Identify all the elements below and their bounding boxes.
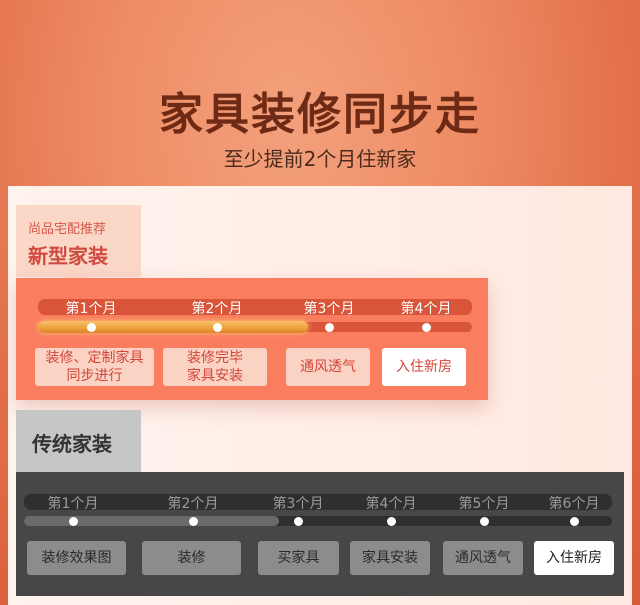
new-style-tag-title: 新型家装 xyxy=(28,244,108,268)
new-step-move-in[interactable]: 入住新房 xyxy=(382,348,466,386)
step-label: 买家具 xyxy=(277,550,320,566)
new-month-label: 第3个月 xyxy=(303,301,355,317)
new-step-ventilate[interactable]: 通风透气 xyxy=(286,348,370,386)
old-milestone-dot xyxy=(68,517,78,526)
new-month-label: 第4个月 xyxy=(400,301,452,317)
step-label: 通风透气 xyxy=(300,359,356,375)
old-milestone-dot xyxy=(569,517,579,526)
old-step-move-in[interactable]: 入住新房 xyxy=(534,541,614,575)
step-label: 装修效果图 xyxy=(41,550,112,566)
step-label: 通风透气 xyxy=(455,550,511,566)
old-month-label: 第6个月 xyxy=(548,496,600,512)
new-step-finish-and-install[interactable]: 装修完毕 家具安装 xyxy=(163,348,267,386)
old-month-label: 第5个月 xyxy=(458,496,510,512)
step-label: 装修完毕 家具安装 xyxy=(187,350,243,384)
old-milestone-dot xyxy=(479,517,489,526)
new-month-label: 第1个月 xyxy=(65,301,117,317)
old-step-design-render[interactable]: 装修效果图 xyxy=(27,541,126,575)
new-milestone-dot xyxy=(421,323,431,332)
new-progress-fill xyxy=(38,321,308,333)
old-month-track xyxy=(24,494,612,510)
traditional-tag-title: 传统家装 xyxy=(32,432,112,456)
traditional-timeline: 第1个月 第2个月 第3个月 第4个月 第5个月 第6个月 装修效果图 装修 买… xyxy=(16,472,624,596)
step-label: 装修、定制家具 同步进行 xyxy=(45,350,144,384)
old-month-label: 第2个月 xyxy=(167,496,219,512)
new-milestone-dot xyxy=(86,323,96,332)
old-milestone-dot xyxy=(293,517,303,526)
step-label: 装修 xyxy=(177,550,206,566)
old-month-label: 第3个月 xyxy=(272,496,324,512)
old-step-buy-furniture[interactable]: 买家具 xyxy=(258,541,339,575)
new-month-track xyxy=(38,299,472,315)
new-step-renovate-and-furniture[interactable]: 装修、定制家具 同步进行 xyxy=(35,348,154,386)
old-step-ventilate[interactable]: 通风透气 xyxy=(443,541,523,575)
step-label: 入住新房 xyxy=(396,359,452,375)
step-label: 入住新房 xyxy=(546,550,602,566)
new-style-tag: 尚品宅配推荐 新型家装 xyxy=(16,205,141,289)
old-month-label: 第1个月 xyxy=(47,496,99,512)
old-step-renovate[interactable]: 装修 xyxy=(142,541,241,575)
new-milestone-dot xyxy=(324,323,334,332)
old-step-install-furniture[interactable]: 家具安装 xyxy=(350,541,430,575)
step-label: 家具安装 xyxy=(362,550,418,566)
new-style-timeline: 第1个月 第2个月 第3个月 第4个月 装修、定制家具 同步进行 装修完毕 家具… xyxy=(16,278,488,400)
page-subtitle: 至少提前2个月住新家 xyxy=(223,147,417,171)
traditional-tag: 传统家装 xyxy=(16,410,141,484)
old-milestone-dot xyxy=(188,517,198,526)
old-progress-fill xyxy=(24,516,279,526)
new-month-label: 第2个月 xyxy=(191,301,243,317)
new-style-tag-small: 尚品宅配推荐 xyxy=(28,222,107,237)
page-title: 家具装修同步走 xyxy=(159,89,481,140)
old-progress-track xyxy=(24,516,612,526)
new-milestone-dot xyxy=(212,323,222,332)
old-milestone-dot xyxy=(386,517,396,526)
old-month-label: 第4个月 xyxy=(365,496,417,512)
